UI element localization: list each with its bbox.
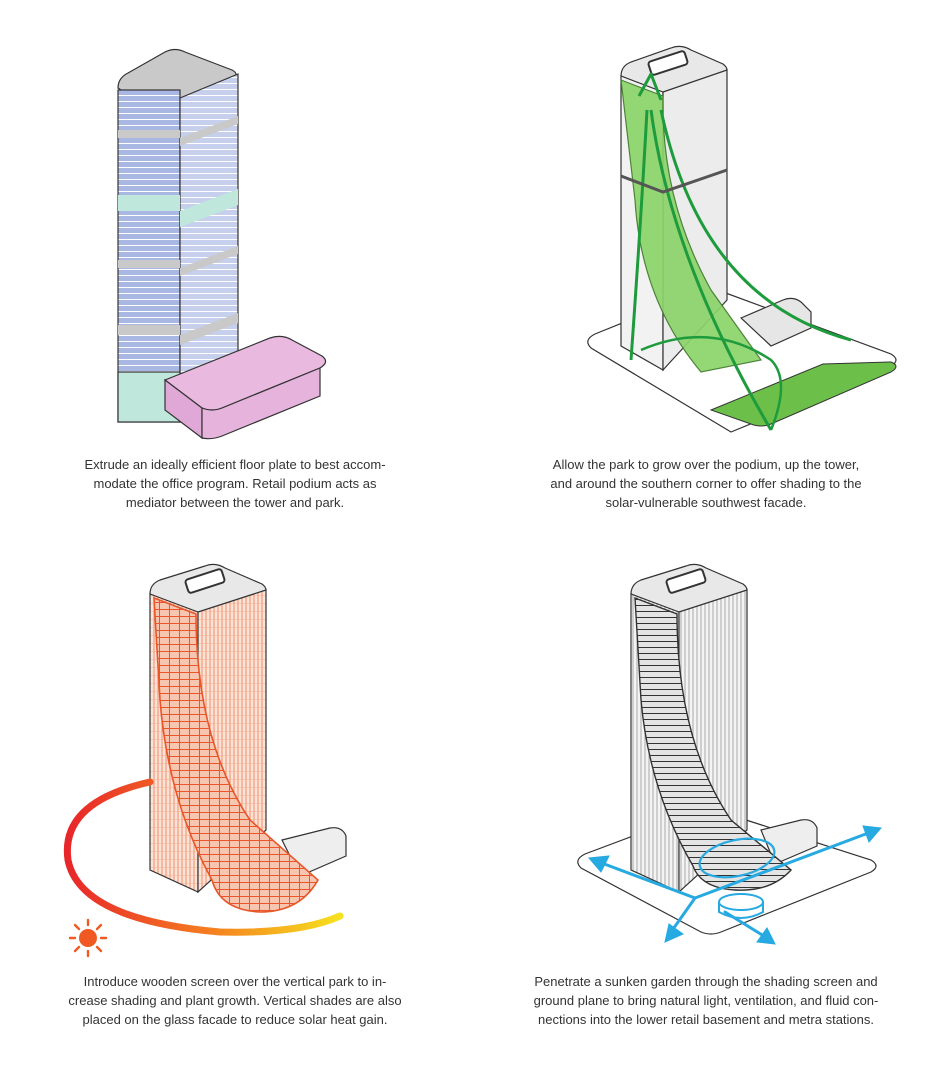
panel-sunken-garden: Penetrate a sunken garden through the sh… xyxy=(471,540,941,1080)
caption-line: and around the southern corner to offer … xyxy=(550,476,862,491)
panel-screen: Introduce wooden screen over the vertica… xyxy=(0,540,470,1080)
caption-sunken-garden: Penetrate a sunken garden through the sh… xyxy=(501,972,911,1029)
caption-line: Penetrate a sunken garden through the sh… xyxy=(534,974,878,989)
caption-line: crease shading and plant growth. Vertica… xyxy=(68,993,402,1008)
sun-path-arc xyxy=(63,778,344,936)
vertical-park xyxy=(620,79,763,373)
park-diagram xyxy=(587,45,897,433)
caption-line: Allow the park to grow over the podium, … xyxy=(552,457,860,472)
tower-front-face xyxy=(117,89,181,423)
screen-diagram xyxy=(63,563,347,958)
caption-line: modate the office program. Retail podium… xyxy=(93,476,377,491)
sunken-garden-opening xyxy=(698,837,776,879)
flow-arrows xyxy=(587,825,882,945)
park-ground xyxy=(709,361,897,427)
caption-line: solar-vulnerable southwest facade. xyxy=(605,495,807,510)
sunken-garden-diagram xyxy=(577,563,882,945)
caption-line: placed on the glass facade to reduce sol… xyxy=(82,1012,388,1027)
sunken-cylinder xyxy=(718,893,764,919)
caption-screen: Introduce wooden screen over the vertica… xyxy=(30,972,440,1029)
caption-line: ground plane to bring natural light, ven… xyxy=(533,993,879,1008)
caption-line: Introduce wooden screen over the vertica… xyxy=(83,974,387,989)
shading-screen xyxy=(634,596,793,891)
caption-line: Extrude an ideally efficient floor plate… xyxy=(84,457,386,472)
panel-extrude: Extrude an ideally efficient floor plate… xyxy=(0,0,470,540)
caption-extrude: Extrude an ideally efficient floor plate… xyxy=(30,455,440,512)
extrude-diagram xyxy=(117,48,327,440)
caption-line: mediator between the tower and park. xyxy=(125,495,345,510)
caption-line: nections into the lower retail basement … xyxy=(537,1012,874,1027)
caption-park: Allow the park to grow over the podium, … xyxy=(501,455,911,512)
wooden-screen xyxy=(153,596,320,913)
sun-icon xyxy=(68,918,108,958)
panel-park: Allow the park to grow over the podium, … xyxy=(471,0,941,540)
